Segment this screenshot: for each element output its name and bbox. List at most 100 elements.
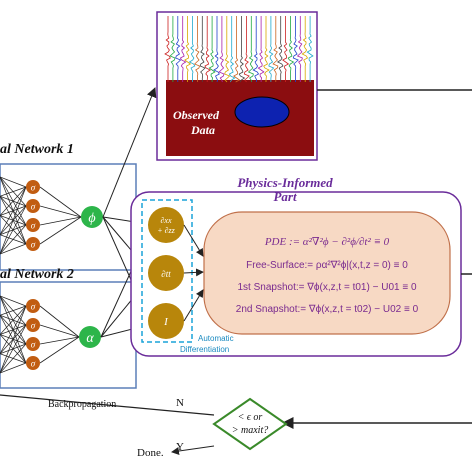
backprop-line (0, 394, 215, 416)
decision-no-label: N (176, 397, 184, 409)
autodiff-dashed-box (141, 199, 193, 343)
network1-input-connection (0, 176, 27, 226)
network2-input-connection (0, 295, 27, 345)
network1-output-connection (39, 216, 82, 226)
network2-input-connection (0, 295, 27, 326)
deriv-node-identity-label: I (163, 316, 169, 328)
loss-aggregation-lines (281, 89, 472, 429)
seismic-trace (252, 16, 260, 83)
deriv-node-time-label: ∂tt (161, 269, 171, 279)
seismic-trace (188, 16, 196, 82)
equation-pde: PDE := α²∇²ϕ − ∂²ϕ/∂t² ≡ 0 (264, 236, 390, 248)
arrow-d2-to-eq (183, 268, 204, 277)
network1-hidden-node (26, 218, 40, 232)
network2-hidden-node (26, 299, 40, 313)
seismic-trace (218, 16, 225, 83)
seismic-trace (164, 16, 171, 82)
seismic-traces (164, 16, 314, 83)
network1-output-connection (39, 216, 82, 245)
network2-title: al Network 2 (0, 267, 74, 282)
network2-output-node (79, 326, 101, 348)
network2-output-connection (39, 305, 80, 338)
network2-output-connection (39, 336, 80, 364)
network1-output-node (81, 206, 103, 228)
observed-label-line1: Observed (173, 108, 220, 122)
seismic-trace (247, 16, 254, 83)
seismic-trace (184, 16, 192, 82)
seismic-trace (257, 16, 265, 82)
network2-input-connection (0, 315, 27, 364)
backprop-label: Backpropagation (48, 399, 116, 410)
physics-informed-panel: Physics-Informed Part Automatic Differen… (130, 175, 462, 357)
deriv-node-identity (148, 303, 184, 339)
seismic-trace (233, 16, 241, 83)
seismic-trace (208, 16, 216, 82)
done-label: Done. (137, 447, 164, 459)
decision-line1: < ϵ or (238, 412, 263, 423)
deriv-node-time (148, 255, 184, 291)
seismic-trace (301, 16, 309, 82)
network2-input-connection (0, 295, 27, 307)
network2-connections (0, 295, 80, 374)
network2-input-connection (0, 362, 27, 374)
seismic-trace (263, 16, 270, 82)
network1-input-connection (0, 176, 27, 188)
network1-hidden-node-symbol: σ (31, 240, 36, 250)
decision-line2: > maxit? (232, 425, 268, 436)
network1-hidden-node-symbol: σ (31, 202, 36, 212)
arrow-d3-to-eq (183, 289, 204, 322)
seismic-trace (243, 16, 250, 83)
seismic-trace (179, 16, 187, 82)
network2-input-connection (0, 295, 27, 364)
seismic-trace (287, 16, 295, 82)
seismic-trace (238, 16, 246, 83)
arrow-phi-to-observed (102, 87, 157, 218)
seismic-trace (272, 16, 279, 82)
seismic-trace (296, 16, 303, 82)
equation-free-surface: Free-Surface:= ρα²∇²ϕ|(x,t,z = 0) ≡ 0 (246, 260, 408, 271)
network2-hidden-node (26, 356, 40, 370)
network2-hidden-node (26, 318, 40, 332)
network2-hidden-node-symbol: σ (31, 340, 36, 350)
equation-snapshot2: 2nd Snapshot:= ∇ϕ(x,z,t = t02) − U02 ≡ 0 (236, 304, 419, 315)
network1-output-connection (39, 205, 82, 218)
network1-input-connection (0, 196, 27, 245)
network1-title: al Network 1 (0, 142, 74, 157)
network2-hidden-node (26, 337, 40, 351)
network1-hidden-node-symbol: σ (31, 221, 36, 231)
arrow-d1-to-eq (183, 224, 204, 257)
seismic-trace (306, 16, 314, 82)
decision-yes-label: Y (176, 441, 184, 453)
network1-output-symbol: ϕ (88, 211, 95, 226)
seismic-trace (175, 16, 182, 82)
done-arrow (171, 445, 215, 455)
seismic-trace (204, 16, 212, 82)
network1-input-connection (0, 176, 27, 207)
network1-frame (0, 163, 137, 271)
network2-hidden-node-symbol: σ (31, 321, 36, 331)
network1-connections (0, 176, 82, 255)
deriv-node-laplacian-line1: ∂xx (160, 216, 172, 225)
seismic-trace (213, 16, 220, 83)
seismic-trace (169, 16, 176, 82)
convergence-decision: < ϵ or > maxit? N Y (176, 397, 288, 453)
seismic-trace (193, 16, 200, 82)
network2-input-connection (0, 334, 27, 364)
physics-title-line1: Physics-Informed (237, 175, 333, 190)
network1-hidden-node-symbol: σ (31, 183, 36, 193)
network2-output-symbol: α (86, 331, 94, 346)
seismic-trace (282, 16, 290, 82)
decision-diamond (212, 397, 288, 451)
observed-data-panel: Observed Data (156, 11, 318, 161)
deriv-node-laplacian-line2: + ∂zz (157, 226, 175, 235)
network1-output-connection (39, 186, 82, 218)
physics-title-line2: Part (273, 189, 297, 204)
anomaly-ellipse (234, 96, 290, 128)
seismic-trace (276, 16, 284, 82)
network1-hidden-node (26, 199, 40, 213)
deriv-node-laplacian (148, 207, 184, 243)
network2-input-connection (0, 353, 27, 364)
